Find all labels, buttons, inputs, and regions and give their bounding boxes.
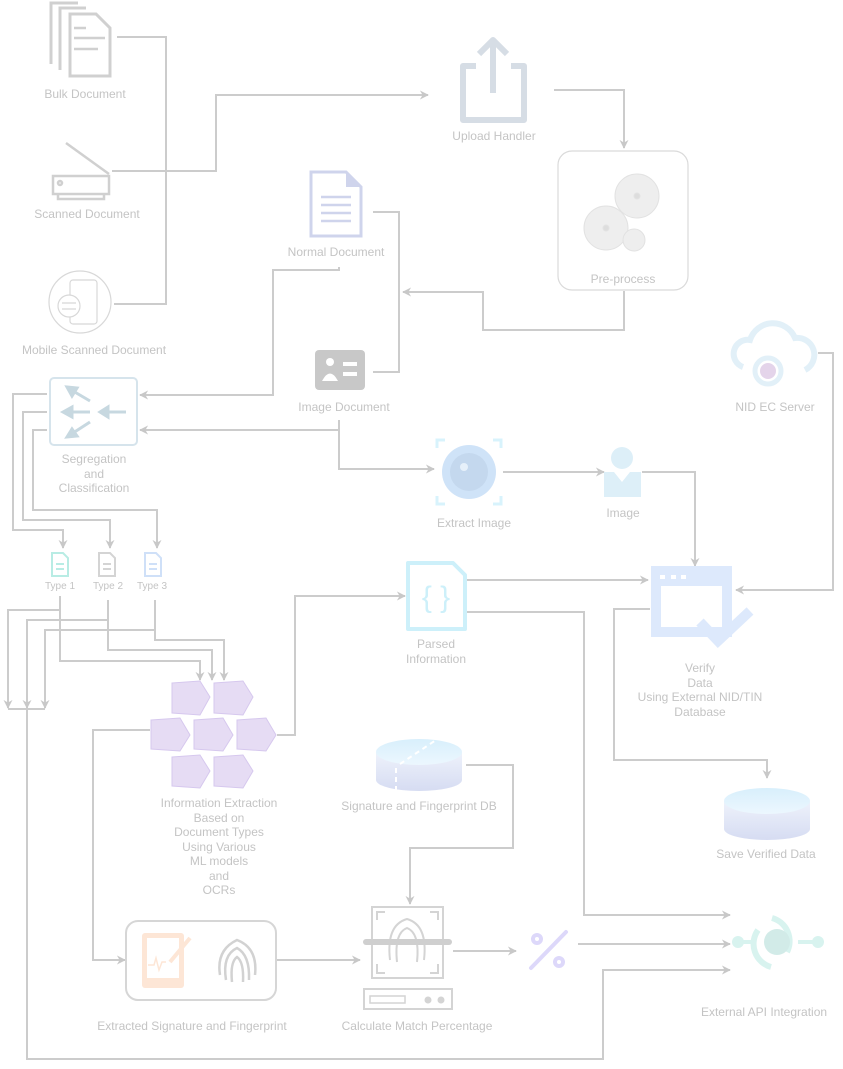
bulk-document-node[interactable]: [49, 1, 112, 78]
signature-fingerprint-db-node[interactable]: [376, 739, 462, 791]
edge-seg-to-type3: [32, 429, 162, 549]
edge-type3-out: [154, 600, 229, 681]
image-document-label: Image Document: [298, 400, 390, 414]
id-card-icon: [315, 350, 365, 390]
edge-type1-out: [59, 596, 205, 681]
type3-node[interactable]: [144, 552, 162, 577]
api-hub-icon: [732, 915, 824, 970]
stacked-documents-icon: [49, 1, 112, 78]
edge-normal-doc-bus: [373, 211, 400, 373]
edge-extraction-to-signature: [92, 729, 150, 965]
fingerprint-scanner-icon: [363, 906, 453, 1010]
verify-data-label: Verify Data Using External NID/TIN Datab…: [637, 661, 763, 719]
type1-node[interactable]: [51, 552, 69, 577]
edge-image-to-verify: [642, 471, 700, 567]
split-arrows-icon: [59, 385, 126, 439]
pre-process-node[interactable]: [557, 150, 689, 291]
database-icon: [724, 788, 810, 840]
edge-type1-left: [3, 609, 60, 709]
save-verified-data-label: Save Verified Data: [716, 847, 816, 861]
calculate-match-percentage-label: Calculate Match Percentage: [341, 1019, 493, 1033]
edge-scanned-to-upload: [112, 90, 429, 172]
external-api-integration-label: External API Integration: [700, 1005, 828, 1019]
type2-label: Type 2: [92, 581, 124, 592]
gears-icon: [583, 173, 660, 252]
extract-image-node[interactable]: [435, 438, 503, 506]
parsed-information-label: Parsed Information: [405, 637, 467, 666]
nid-ec-server-label: NID EC Server: [735, 400, 815, 414]
type3-label: Type 3: [136, 581, 168, 592]
scanned-document-node[interactable]: [51, 141, 111, 201]
fingerprint-icon: [218, 938, 257, 983]
edge-type2-out: [107, 600, 217, 681]
edge-upload-to-preprocess: [554, 89, 629, 149]
image-label: Image: [606, 506, 640, 520]
edge-type3-left: [40, 629, 155, 709]
edge-parsed-to-api: [465, 611, 731, 920]
edge-preprocess-to-docs: [402, 287, 625, 331]
normal-document-node[interactable]: [309, 170, 363, 238]
segregation-node[interactable]: [49, 377, 138, 446]
document-icon: [309, 170, 363, 238]
type2-node[interactable]: [98, 552, 116, 577]
edge-seg-to-type1: [12, 393, 68, 549]
upload-icon: [460, 37, 527, 123]
bulk-document-label: Bulk Document: [44, 87, 126, 101]
signature-tablet-icon: [142, 933, 192, 988]
document-type-icon: [98, 552, 116, 577]
json-file-icon: { }: [406, 561, 467, 631]
edge-seg-to-type2: [22, 411, 115, 549]
connectors: [3, 36, 834, 1060]
mobile-scanned-document-node[interactable]: [48, 270, 112, 334]
scanner-icon: [51, 141, 111, 201]
verify-data-node[interactable]: [651, 566, 754, 649]
mobile-scan-icon: [48, 270, 112, 334]
edge-normal-to-segregation: [139, 267, 340, 400]
svg-text:{ }: { }: [422, 581, 450, 614]
document-type-icon: [144, 552, 162, 577]
document-type-icon: [51, 552, 69, 577]
upload-handler-node[interactable]: [460, 37, 527, 123]
scanned-document-label: Scanned Document: [34, 207, 140, 221]
save-verified-data-node[interactable]: [724, 788, 810, 840]
edge-db-to-match: [405, 764, 514, 905]
upload-handler-label: Upload Handler: [452, 129, 536, 143]
mobile-scanned-document-label: Mobile Scanned Document: [21, 343, 167, 357]
normal-document-label: Normal Document: [287, 245, 385, 259]
edge-nid-to-verify: [735, 352, 834, 595]
pre-process-label: Pre-process: [590, 272, 656, 286]
percent-icon: [529, 930, 568, 970]
segregation-label: Segregation and Classification: [58, 452, 130, 495]
cloud-server-icon: [730, 320, 818, 387]
nid-ec-server-node[interactable]: [730, 320, 818, 387]
signature-fingerprint-db-label: Signature and Fingerprint DB: [341, 799, 497, 813]
camera-lens-icon: [435, 438, 503, 506]
containers-icon: [150, 680, 277, 789]
image-document-node[interactable]: [315, 350, 365, 390]
extracted-signature-fingerprint-label: Extracted Signature and Fingerprint: [97, 1019, 287, 1033]
type1-label: Type 1: [44, 581, 76, 592]
window-check-icon: [651, 566, 754, 649]
edge-type2-left: [22, 619, 108, 709]
extract-image-label: Extract Image: [436, 516, 512, 530]
calculate-match-percentage-node[interactable]: [363, 906, 453, 1010]
person-icon: [604, 447, 641, 497]
information-extraction-node[interactable]: [150, 680, 277, 789]
edge-image-doc-to-extract: [338, 420, 435, 474]
edge-bottom-loop: [8, 708, 730, 1060]
information-extraction-label: Information Extraction Based on Document…: [160, 796, 278, 897]
edge-extraction-to-parsed: [277, 591, 406, 736]
external-api-integration-node[interactable]: [732, 915, 824, 970]
extracted-signature-fingerprint-node[interactable]: [125, 920, 277, 1001]
database-icon: [376, 739, 462, 791]
parsed-information-node[interactable]: { }: [406, 561, 467, 631]
percentage-node[interactable]: [529, 930, 568, 970]
image-node[interactable]: [604, 447, 641, 497]
edge-verify-to-save: [613, 608, 772, 779]
